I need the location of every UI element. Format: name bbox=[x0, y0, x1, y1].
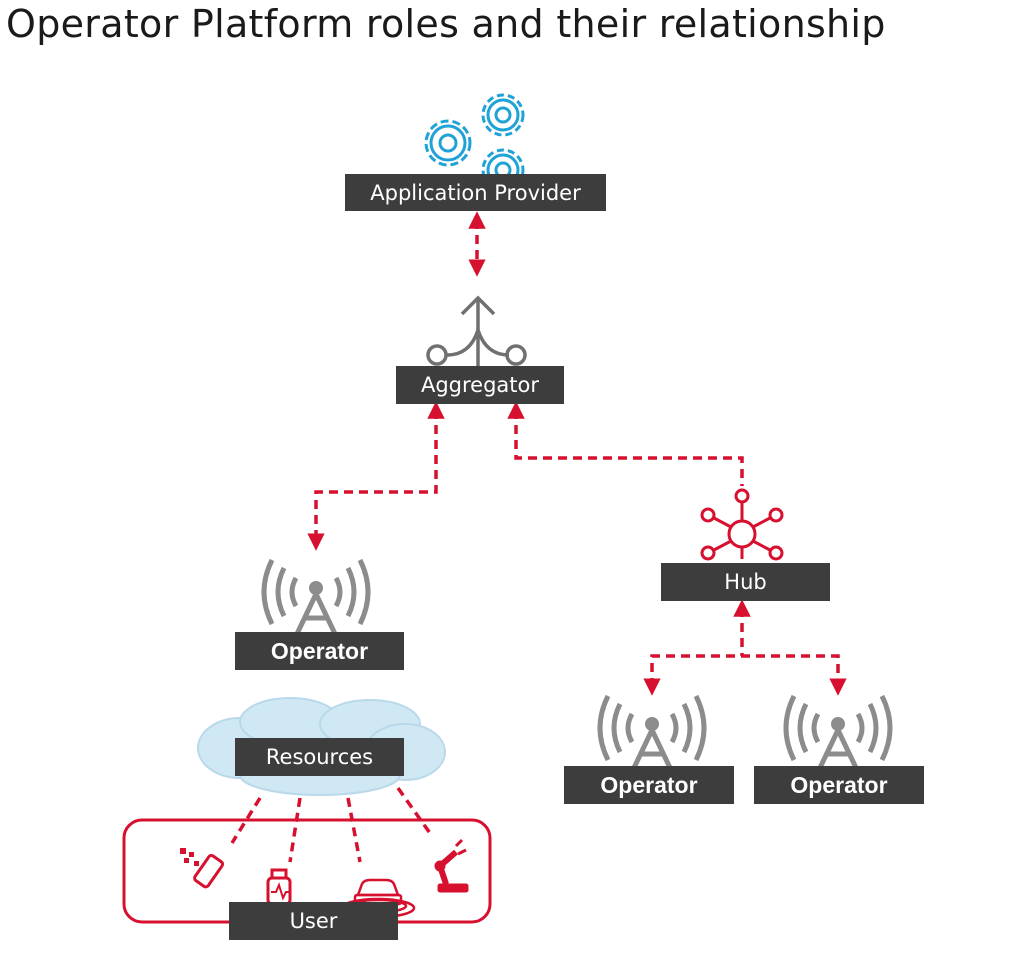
phone-icon bbox=[180, 848, 225, 889]
aggregator-icon bbox=[426, 295, 527, 370]
connector-hub-operator-branches bbox=[643, 654, 847, 696]
operator-label: Operator bbox=[235, 632, 404, 670]
connector-resources-user-3 bbox=[346, 797, 362, 863]
operator-label: Operator bbox=[564, 766, 734, 804]
cell-tower-icon bbox=[783, 694, 893, 774]
cell-tower-icon bbox=[597, 694, 707, 774]
robot-arm-icon bbox=[434, 838, 469, 893]
page-title: Operator Platform roles and their relati… bbox=[6, 2, 886, 46]
aggregator-label: Aggregator bbox=[396, 366, 564, 404]
hub-icon bbox=[700, 488, 784, 561]
connector-resources-user-1 bbox=[230, 797, 262, 844]
cell-tower-icon bbox=[261, 558, 371, 638]
connector-resources-user-4 bbox=[396, 786, 434, 838]
connectors bbox=[230, 211, 847, 863]
gears-icon bbox=[424, 93, 525, 192]
application-provider-label: Application Provider bbox=[345, 174, 606, 211]
connector-resources-user-2 bbox=[288, 797, 302, 863]
connector-aggregator-operator bbox=[307, 401, 445, 551]
operator-label: Operator bbox=[754, 766, 924, 804]
hub-label: Hub bbox=[661, 563, 830, 601]
resources-label: Resources bbox=[235, 738, 404, 776]
connector-aggregator-hub bbox=[507, 401, 744, 486]
user-label: User bbox=[229, 902, 398, 940]
